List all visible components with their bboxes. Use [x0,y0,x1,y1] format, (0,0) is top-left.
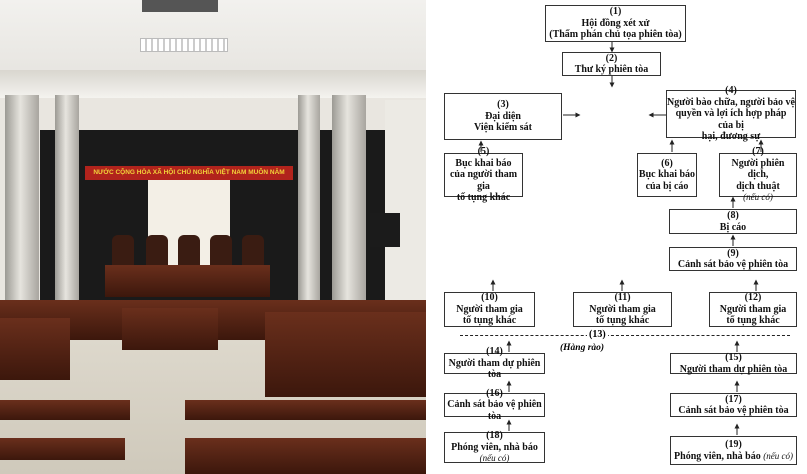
node-label: Người tham gia [589,303,656,315]
node-note: (nếu có) [763,450,793,461]
node-label: của bị cáo [645,180,689,192]
diagram-node-1: (1)Hội đồng xét xử(Thẩm phán chủ tọa phi… [545,5,686,42]
column [298,95,320,315]
diagram-node-16: (16)Cảnh sát bảo vệ phiên tòa [444,388,545,422]
node-number: (1) [609,6,622,18]
node-number: (6) [661,157,673,169]
judge-chair [146,235,168,267]
node-number: (12) [744,292,762,304]
node-number: (4) [725,85,737,97]
node-number: (3) [497,99,509,111]
fence-label: (Hàng rào) [560,343,605,353]
judge-chair [178,235,200,267]
diagram-node-9: (9)Cảnh sát bảo vệ phiên tòa [669,247,797,271]
node-label: tố tụng khác [456,192,511,204]
judge-chair [242,235,264,267]
gallery-bench [185,400,426,420]
fence-number: (13) [587,329,608,340]
node-number: (17) [725,393,742,405]
node-label: Bị cáo [719,221,747,233]
ceiling-light [140,38,228,52]
ceiling-vent [142,0,218,12]
diagram-node-17: (17)Cảnh sát bảo vệ phiên tòa [670,393,797,417]
diagram-node-7: (7)Người phiên dịch,dịch thuật(nếu có) [719,146,797,202]
node-number: (8) [727,210,739,221]
node-label: tố tụng khác [595,315,650,327]
gallery-bench [0,400,130,420]
node-number: (11) [614,292,631,304]
node-label: Người tham dự phiên tòa [448,357,541,381]
node-number: (10) [481,292,498,304]
fence-line [460,335,790,336]
speaker [370,213,400,247]
diagram-node-19: (19)Phóng viên, nhà báo (nếu có) [670,436,797,465]
node-label: Đại diện [485,110,521,122]
gallery-bench [185,438,426,474]
side-wall [385,100,426,300]
diagram-node-14: (14)Người tham dự phiên tòa [444,346,545,380]
diagram-node-2: (2)Thư ký phiên tòa [562,52,661,76]
column [332,95,366,315]
node-label: Người phiên dịch, [731,157,785,181]
side-desk [0,318,70,380]
node-label: Phóng viên, nhà báo [451,441,538,453]
node-number: (5) [477,146,490,158]
node-label: Bục khai báo [455,157,512,169]
witness-stand [122,308,218,350]
node-number: (7) [752,146,764,158]
judge-chair [112,235,134,267]
node-note: (nếu có) [479,453,510,464]
node-label: của người tham gia [449,169,518,192]
node-label: (Thẩm phán chủ tọa phiên tòa) [549,29,682,41]
node-number: (14) [486,346,503,358]
node-label: Người bào chữa, người bảo vệ [667,96,795,108]
node-label: Phóng viên, nhà báo [674,450,761,462]
node-number: (16) [486,387,503,399]
column [5,95,39,315]
node-label: Viện kiểm sát [474,122,532,134]
node-number: (19) [725,439,742,450]
diagram-node-15: (15)Người tham dự phiên tòa [670,352,797,375]
node-number: (9) [727,247,739,259]
courtroom-photo: NƯỚC CỘNG HÒA XÃ HỘI CHỦ NGHĨA VIỆT NAM … [0,0,426,474]
node-label: tố tụng khác [726,315,780,327]
node-label: hại, đương sự [701,131,761,143]
node-label: Người tham gia [456,303,523,315]
ceiling-beam [0,70,426,98]
node-note: (nếu có) [743,192,773,203]
node-label: Cảnh sát bảo vệ phiên tòa [678,405,789,416]
node-label: tố tụng khác [462,315,517,327]
column [55,95,79,315]
banner: NƯỚC CỘNG HÒA XÃ HỘI CHỦ NGHĨA VIỆT NAM … [85,166,293,180]
node-label: Cảnh sát bảo vệ phiên tòa [447,399,542,422]
node-label: Thư ký phiên tòa [574,64,649,75]
judge-bench [105,265,270,297]
node-number: (18) [486,430,503,442]
node-number: (15) [725,352,742,363]
side-desk [265,312,426,397]
node-number: (2) [605,52,618,64]
diagram-node-8: (8)Bị cáo [669,209,797,234]
gallery-bench [0,438,125,460]
node-label: dịch thuật [736,180,780,192]
node-label: Hội đồng xét xử [581,17,650,29]
node-label: Bục khai báo [638,169,696,181]
node-label: Người tham dự phiên tòa [679,363,788,375]
node-label: quyền và lợi ích hợp pháp của bị [675,108,787,131]
node-label: Người tham gia [719,303,787,315]
judge-chair [210,235,232,267]
diagram-node-18: (18)Phóng viên, nhà báo (nếu có) [444,430,545,464]
node-label: Cảnh sát bảo vệ phiên tòa [677,259,789,270]
